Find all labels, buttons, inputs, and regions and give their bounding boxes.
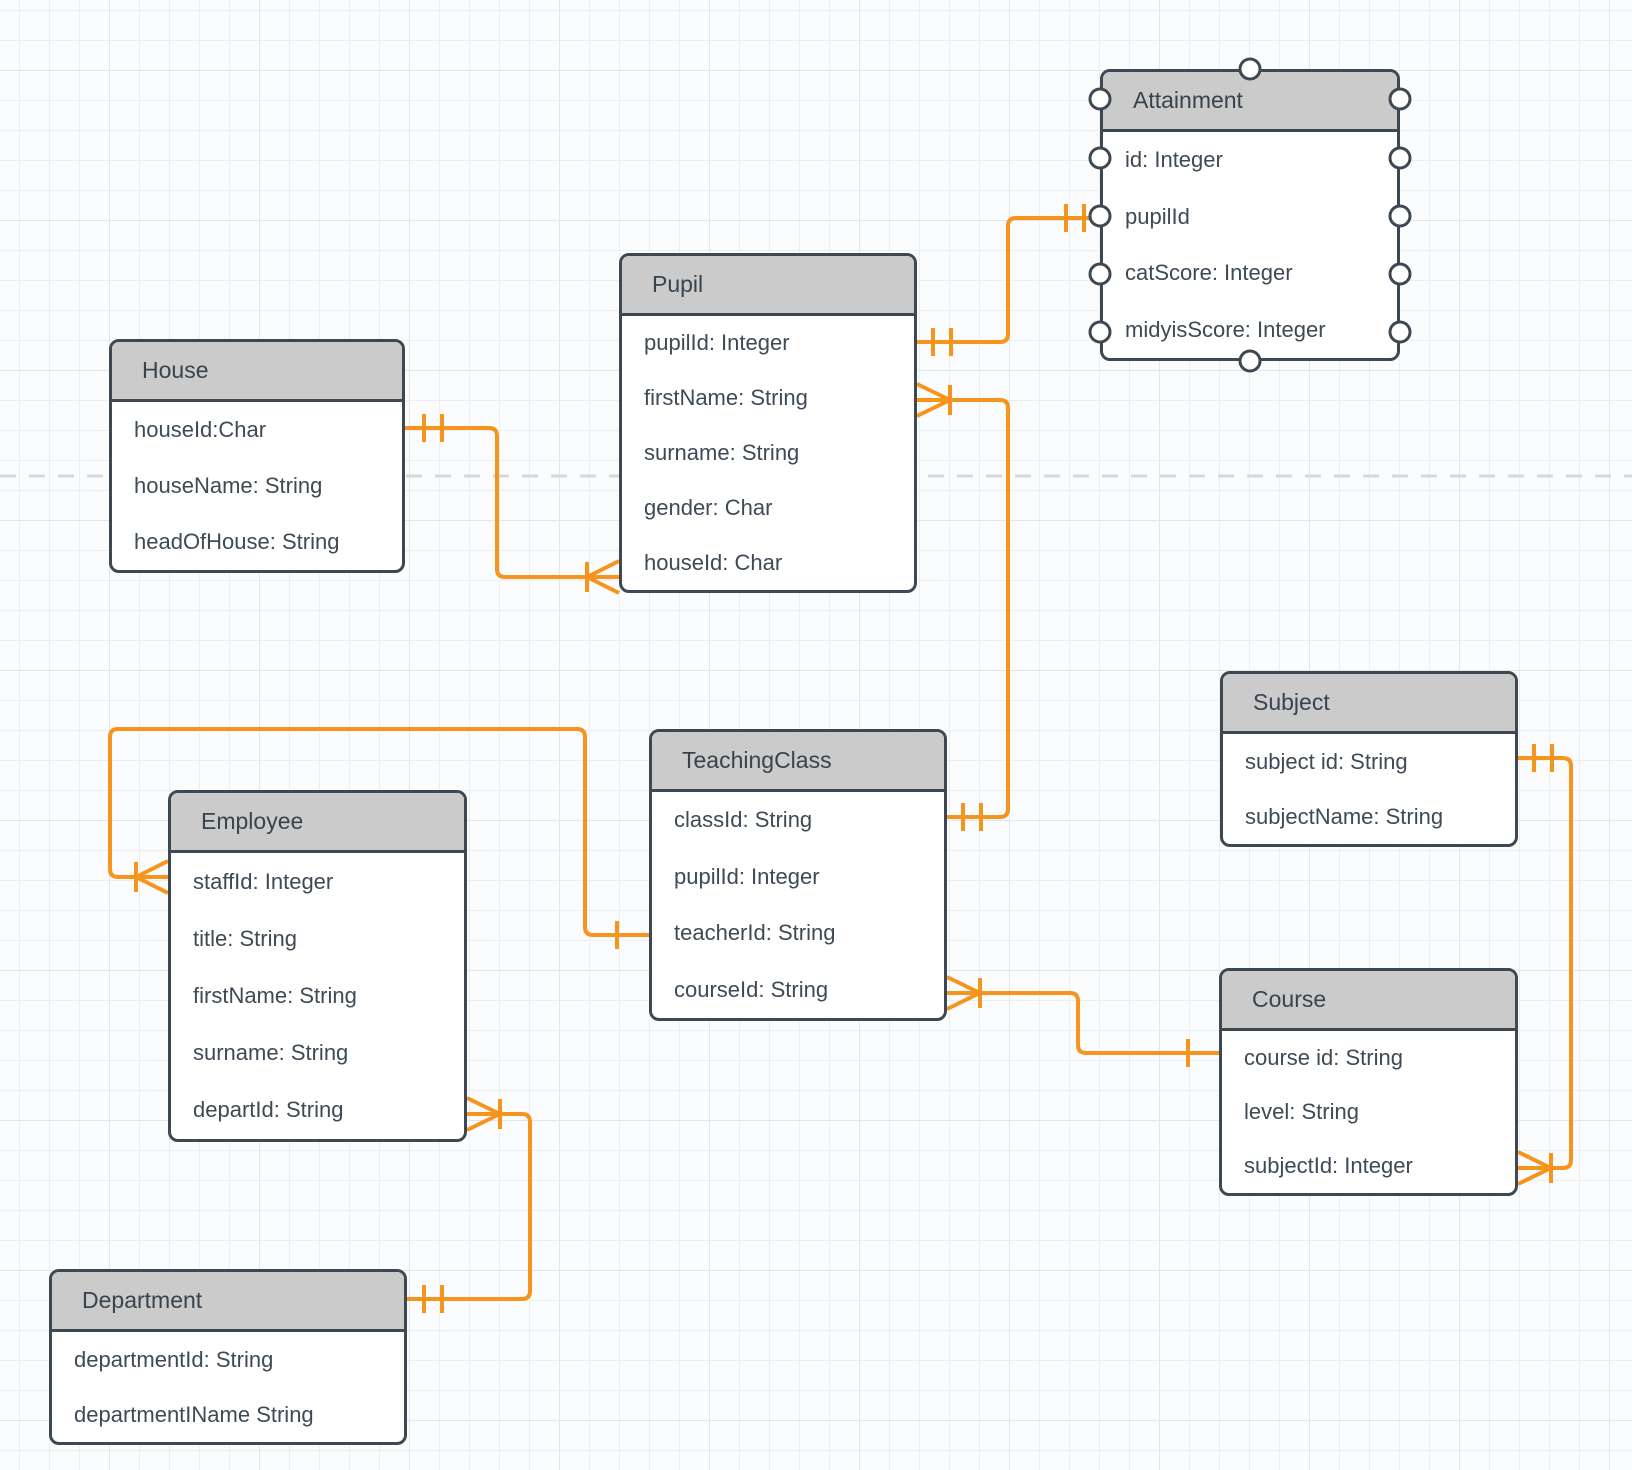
cardinality-many-course-subjectid bbox=[1517, 1150, 1553, 1186]
attainment-connection-points[interactable] bbox=[1088, 57, 1412, 373]
house-field-houseName[interactable]: houseName: String bbox=[134, 473, 323, 498]
entity-house-header[interactable]: House bbox=[112, 342, 402, 402]
teachingclass-field-pupilId[interactable]: pupilId: Integer bbox=[674, 863, 820, 889]
cardinality-many-employee-staffid bbox=[134, 859, 169, 895]
entity-course-header[interactable]: Course bbox=[1222, 971, 1515, 1031]
connector-employee-department[interactable] bbox=[407, 1096, 532, 1313]
connector-pupil-teachingclass[interactable] bbox=[916, 382, 1010, 831]
connection-point-left-id[interactable] bbox=[1088, 146, 1112, 170]
entity-subject[interactable]: Subject subject id: String subjectName: … bbox=[1220, 671, 1518, 847]
pupil-field-houseId[interactable]: houseId: Char bbox=[644, 549, 783, 575]
entity-subject-title: Subject bbox=[1253, 689, 1330, 715]
pupil-field-surname[interactable]: surname: String bbox=[644, 439, 800, 465]
house-field-headOfHouse[interactable]: headOfHouse: String bbox=[134, 529, 340, 554]
pupil-field-gender[interactable]: gender: Char bbox=[644, 494, 773, 520]
department-field-departmentId[interactable]: departmentId: String bbox=[74, 1346, 274, 1372]
course-field-subjectId[interactable]: subjectId: Integer bbox=[1244, 1153, 1413, 1178]
connection-point-left-title[interactable] bbox=[1088, 87, 1112, 111]
cardinality-many-pupil-houseid bbox=[585, 559, 620, 595]
subject-field-subjectName[interactable]: subjectName: String bbox=[1245, 803, 1444, 829]
connector-employee-teachingclass[interactable] bbox=[108, 727, 649, 949]
employee-field-title[interactable]: title: String bbox=[193, 925, 297, 951]
connection-point-right-title[interactable] bbox=[1388, 87, 1412, 111]
entity-teachingclass-header[interactable]: TeachingClass bbox=[652, 732, 944, 792]
teachingclass-field-classId[interactable]: classId: String bbox=[674, 807, 813, 833]
attainment-field-midyisScore[interactable]: midyisScore: Integer bbox=[1125, 316, 1326, 342]
cardinality-exactly-one-department bbox=[422, 1285, 444, 1313]
cardinality-exactly-one-pupil bbox=[931, 328, 953, 356]
connector-house-pupil[interactable] bbox=[405, 414, 620, 595]
connection-point-right-midyisScore[interactable] bbox=[1388, 320, 1412, 344]
entity-attainment-header[interactable]: Attainment bbox=[1103, 72, 1397, 132]
cardinality-exactly-one-attainment bbox=[1064, 204, 1086, 232]
connection-point-top[interactable] bbox=[1238, 57, 1262, 81]
connection-point-right-pupilId[interactable] bbox=[1388, 204, 1412, 228]
pupil-field-pupilId[interactable]: pupilId: Integer bbox=[644, 330, 790, 356]
entity-department-header[interactable]: Department bbox=[52, 1272, 404, 1332]
teachingclass-field-teacherId[interactable]: teacherId: String bbox=[674, 920, 836, 946]
entity-attainment-title: Attainment bbox=[1133, 87, 1243, 113]
employee-field-departId[interactable]: departId: String bbox=[193, 1097, 344, 1123]
entity-attainment[interactable]: Attainment id: Integer pupilId catScore:… bbox=[1100, 69, 1400, 361]
connection-point-right-catScore[interactable] bbox=[1388, 262, 1412, 286]
subject-field-subjectId[interactable]: subject id: String bbox=[1245, 748, 1408, 774]
course-field-courseId[interactable]: course id: String bbox=[1244, 1045, 1403, 1070]
entity-course-title: Course bbox=[1252, 986, 1327, 1012]
attainment-field-catScore[interactable]: catScore: Integer bbox=[1125, 260, 1293, 286]
cardinality-exactly-one-subject bbox=[1532, 744, 1554, 772]
attainment-field-pupilId[interactable]: pupilId bbox=[1125, 203, 1190, 229]
entity-employee-header[interactable]: Employee bbox=[171, 793, 464, 853]
connection-point-bottom[interactable] bbox=[1238, 349, 1262, 373]
department-field-departmentIName[interactable]: departmentIName String bbox=[74, 1401, 314, 1427]
pupil-field-firstName[interactable]: firstName: String bbox=[644, 385, 808, 411]
connector-teachingclass-course[interactable] bbox=[946, 975, 1219, 1067]
entity-pupil[interactable]: Pupil pupilId: Integer firstName: String… bbox=[619, 253, 917, 593]
connection-point-left-pupilId[interactable] bbox=[1088, 204, 1112, 228]
cardinality-exactly-one-teachingclass bbox=[961, 803, 983, 831]
entity-pupil-header[interactable]: Pupil bbox=[622, 256, 914, 316]
cardinality-many-pupil bbox=[916, 382, 952, 418]
entity-employee-title: Employee bbox=[201, 808, 304, 834]
entity-house-title: House bbox=[142, 357, 209, 383]
connection-point-left-midyisScore[interactable] bbox=[1088, 320, 1112, 344]
teachingclass-field-courseId[interactable]: courseId: String bbox=[674, 976, 829, 1002]
employee-field-surname[interactable]: surname: String bbox=[193, 1040, 349, 1066]
entity-teachingclass-title: TeachingClass bbox=[682, 747, 832, 773]
connector-pupil-attainment[interactable] bbox=[917, 204, 1100, 356]
cardinality-exactly-one-house bbox=[422, 414, 444, 442]
connection-point-right-id[interactable] bbox=[1388, 146, 1412, 170]
connection-point-left-catScore[interactable] bbox=[1088, 262, 1112, 286]
entity-house[interactable]: House houseId:Char houseName: String hea… bbox=[109, 339, 405, 573]
entity-subject-header[interactable]: Subject bbox=[1223, 674, 1515, 734]
entity-course[interactable]: Course course id: String level: String s… bbox=[1219, 968, 1518, 1196]
entity-department[interactable]: Department departmentId: String departme… bbox=[49, 1269, 407, 1445]
employee-field-firstName[interactable]: firstName: String bbox=[193, 983, 357, 1008]
attainment-field-id[interactable]: id: Integer bbox=[1125, 147, 1223, 173]
entity-pupil-title: Pupil bbox=[652, 271, 704, 297]
entity-employee[interactable]: Employee staffId: Integer title: String … bbox=[168, 790, 467, 1142]
entity-teachingclass[interactable]: TeachingClass classId: String pupilId: I… bbox=[649, 729, 947, 1021]
cardinality-many-teachingclass-courseid bbox=[946, 975, 982, 1011]
employee-field-staffId[interactable]: staffId: Integer bbox=[193, 868, 334, 894]
connector-subject-course[interactable] bbox=[1517, 744, 1573, 1186]
entity-department-title: Department bbox=[82, 1287, 203, 1313]
house-field-houseId[interactable]: houseId:Char bbox=[134, 417, 267, 442]
course-field-level[interactable]: level: String bbox=[1244, 1099, 1359, 1124]
cardinality-many-employee-departid bbox=[466, 1096, 502, 1132]
